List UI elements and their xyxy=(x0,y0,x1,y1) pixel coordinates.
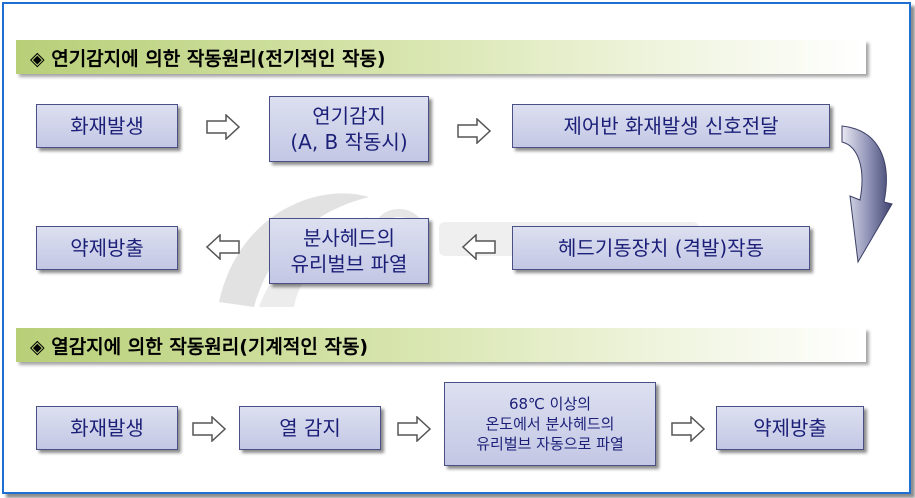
box-label: 헤드기동장치 (격발)작동 xyxy=(558,236,764,260)
box-label-line2: (A, B 작동시) xyxy=(290,130,408,154)
box-label-line2: 유리벌브 파열 xyxy=(290,252,408,276)
section1-title: ◈ 연기감지에 의한 작동원리(전기적인 작동) xyxy=(30,47,386,70)
smoke-step-smoke-detection: 연기감지 (A, B 작동시) xyxy=(269,96,429,162)
box-label: 제어반 화재발생 신호전달 xyxy=(563,114,779,138)
heat-step-fire-occurrence: 화재발생 xyxy=(36,406,178,450)
box-label-line2: 온도에서 분사헤드의 xyxy=(485,415,615,433)
section1-header: ◈ 연기감지에 의한 작동원리(전기적인 작동) xyxy=(16,40,866,74)
heat-step-agent-discharge: 약제방출 xyxy=(716,406,864,450)
section2-header: ◈ 열감지에 의한 작동원리(기계적인 작동) xyxy=(16,328,866,362)
smoke-step-glass-bulb-burst: 분사헤드의 유리벌브 파열 xyxy=(269,218,429,284)
heat-step-bulb-auto-burst: 68℃ 이상의 온도에서 분사헤드의 유리벌브 자동으로 파열 xyxy=(444,382,656,466)
arrow-right-icon xyxy=(192,416,226,442)
box-label: 화재발생 xyxy=(70,416,144,440)
box-label: 화재발생 xyxy=(70,114,144,138)
arrow-left-icon xyxy=(206,234,240,260)
arrow-right-icon xyxy=(671,416,705,442)
box-label-line3: 유리벌브 자동으로 파열 xyxy=(476,435,624,453)
heat-step-heat-detection: 열 감지 xyxy=(239,406,381,450)
arrow-right-icon xyxy=(206,114,240,140)
smoke-step-agent-discharge: 약제방출 xyxy=(36,226,178,270)
arrow-right-icon xyxy=(397,416,431,442)
box-label: 열 감지 xyxy=(279,416,341,440)
box-label-line1: 연기감지 xyxy=(312,104,386,128)
curved-arrow-down-icon xyxy=(841,125,893,264)
box-label-line1: 분사헤드의 xyxy=(303,226,395,250)
smoke-step-fire-occurrence: 화재발생 xyxy=(36,104,178,148)
box-label: 약제방출 xyxy=(70,236,144,260)
smoke-step-head-actuator: 헤드기동장치 (격발)작동 xyxy=(512,226,810,270)
section2-title: ◈ 열감지에 의한 작동원리(기계적인 작동) xyxy=(30,335,369,358)
arrow-right-icon xyxy=(457,118,491,144)
smoke-step-control-panel-signal: 제어반 화재발생 신호전달 xyxy=(512,104,830,148)
arrow-left-icon xyxy=(462,234,496,260)
box-label: 약제방출 xyxy=(753,416,827,440)
box-label-line1: 68℃ 이상의 xyxy=(508,395,592,413)
